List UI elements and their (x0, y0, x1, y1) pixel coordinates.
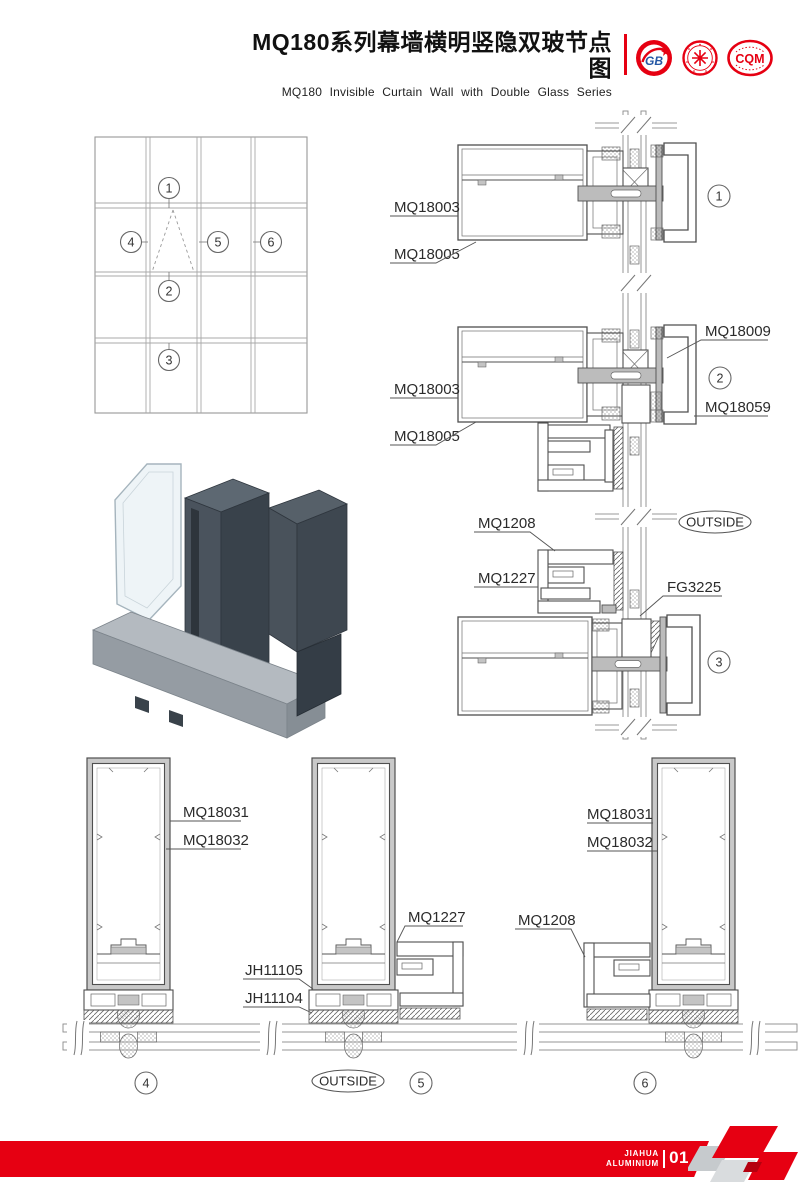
detail-callout-4: 4 (134, 1071, 158, 1095)
part-label: MQ18059 (705, 399, 771, 416)
part-label: FG3225 (667, 579, 721, 596)
section-detail-2 (457, 324, 697, 492)
svg-text:6: 6 (268, 236, 275, 250)
elevation-callout-6: 6 (259, 230, 283, 254)
part-label: MQ1208 (478, 515, 536, 532)
elevation-callout-1: 1 (157, 176, 181, 200)
svg-text:4: 4 (143, 1077, 150, 1091)
part-label: MQ1227 (408, 909, 466, 926)
section-detail-5 (308, 757, 464, 1024)
part-label: MQ18032 (183, 832, 249, 849)
cqm-logo-text: CQM (735, 52, 764, 66)
svg-text:2: 2 (166, 285, 173, 299)
detail-callout-2: 2 (708, 366, 732, 390)
quality-seal-icon (682, 40, 718, 76)
section-detail-1 (457, 142, 697, 243)
part-label: MQ18032 (587, 834, 653, 851)
glass-pane-inner (640, 110, 647, 740)
sill-assembly (537, 549, 624, 614)
band-break-symbols (67, 1020, 765, 1056)
opening-vent-symbol (151, 209, 195, 273)
attached-frame-mq1208 (583, 942, 651, 1021)
certification-logos: GB CQM (634, 36, 774, 80)
elevation-callout-4: 4 (119, 230, 143, 254)
gb-certification-icon: GB (636, 40, 672, 76)
svg-text:3: 3 (716, 656, 723, 670)
svg-text:1: 1 (166, 182, 173, 196)
part-label: JH11104 (245, 990, 303, 1007)
svg-text:5: 5 (418, 1077, 425, 1091)
footer-brand-line2: ALUMINIUM (606, 1158, 659, 1168)
detail-callout-6: 6 (633, 1071, 657, 1095)
svg-text:2: 2 (717, 372, 724, 386)
gb-logo-text: GB (645, 54, 663, 68)
part-label: MQ18009 (705, 323, 771, 340)
glass-wedge-fg3225 (621, 618, 652, 662)
footer-band: JIAHUA ALUMINIUM 01 (0, 1141, 709, 1177)
detail-callout-1: 1 (707, 184, 731, 208)
svg-text:5: 5 (215, 236, 222, 250)
footer-brand-line1: JIAHUA (624, 1149, 659, 1158)
part-label: MQ18031 (587, 806, 653, 823)
vertical-section-details: MQ18003 MQ18005 MQ18003 MQ18005 MQ18009 … (390, 110, 771, 740)
section-detail-3 (457, 614, 701, 716)
elevation-callout-3: 3 (157, 348, 181, 372)
svg-text:1: 1 (716, 190, 723, 204)
page-number: 01 (669, 1148, 689, 1167)
part-label: MQ1208 (518, 912, 576, 929)
section-detail-4 (83, 757, 174, 1024)
outside-tag-bottom: OUTSIDE (311, 1069, 385, 1093)
elevation-callout-2: 2 (157, 279, 181, 303)
vent-subframe (537, 422, 624, 492)
svg-text:6: 6 (642, 1077, 649, 1091)
part-label: MQ1227 (478, 570, 536, 587)
profile-3d-render (91, 463, 348, 739)
outside-tag-right: OUTSIDE (678, 510, 752, 534)
part-label: MQ18005 (394, 246, 460, 263)
footer-brand: JIAHUA ALUMINIUM (606, 1149, 659, 1168)
page-title: MQ180系列幕墙横明竖隐双玻节点图 (252, 29, 612, 82)
svg-text:OUTSIDE: OUTSIDE (686, 515, 744, 530)
detail-callout-5: 5 (409, 1071, 433, 1095)
svg-text:3: 3 (166, 354, 173, 368)
svg-text:4: 4 (128, 236, 135, 250)
cqm-certification-icon: CQM (727, 39, 773, 77)
section-labels-bottom: MQ18031 MQ18032 JH11105 JH11104 MQ1227 M… (166, 804, 657, 1014)
page-subtitle: MQ180 Invisible Curtain Wall with Double… (281, 84, 612, 99)
elevation-callout-5: 5 (206, 230, 230, 254)
attached-frame-mq1227 (396, 941, 464, 1020)
part-label: JH11105 (245, 962, 303, 979)
part-label: MQ18003 (394, 381, 460, 398)
svg-text:OUTSIDE: OUTSIDE (319, 1074, 377, 1089)
glass-pane (114, 463, 182, 621)
glass-pane-outer (622, 110, 629, 740)
horizontal-section-details: MQ18031 MQ18032 JH11105 JH11104 MQ1227 M… (62, 757, 798, 1095)
glass-spacers (629, 148, 640, 708)
footer-separator (663, 1150, 665, 1168)
glass-break-symbols (595, 115, 677, 737)
part-label: MQ18003 (394, 199, 460, 216)
footer-decoration-icon (688, 1126, 798, 1182)
section-detail-6 (583, 757, 739, 1024)
header-divider (624, 34, 627, 75)
detail-callout-3: 3 (707, 650, 731, 674)
part-label: MQ18031 (183, 804, 249, 821)
section-labels: MQ18003 MQ18005 MQ18003 MQ18005 MQ18009 … (390, 199, 771, 617)
curtain-wall-elevation-diagram: 1 2 3 4 5 6 (94, 136, 308, 414)
